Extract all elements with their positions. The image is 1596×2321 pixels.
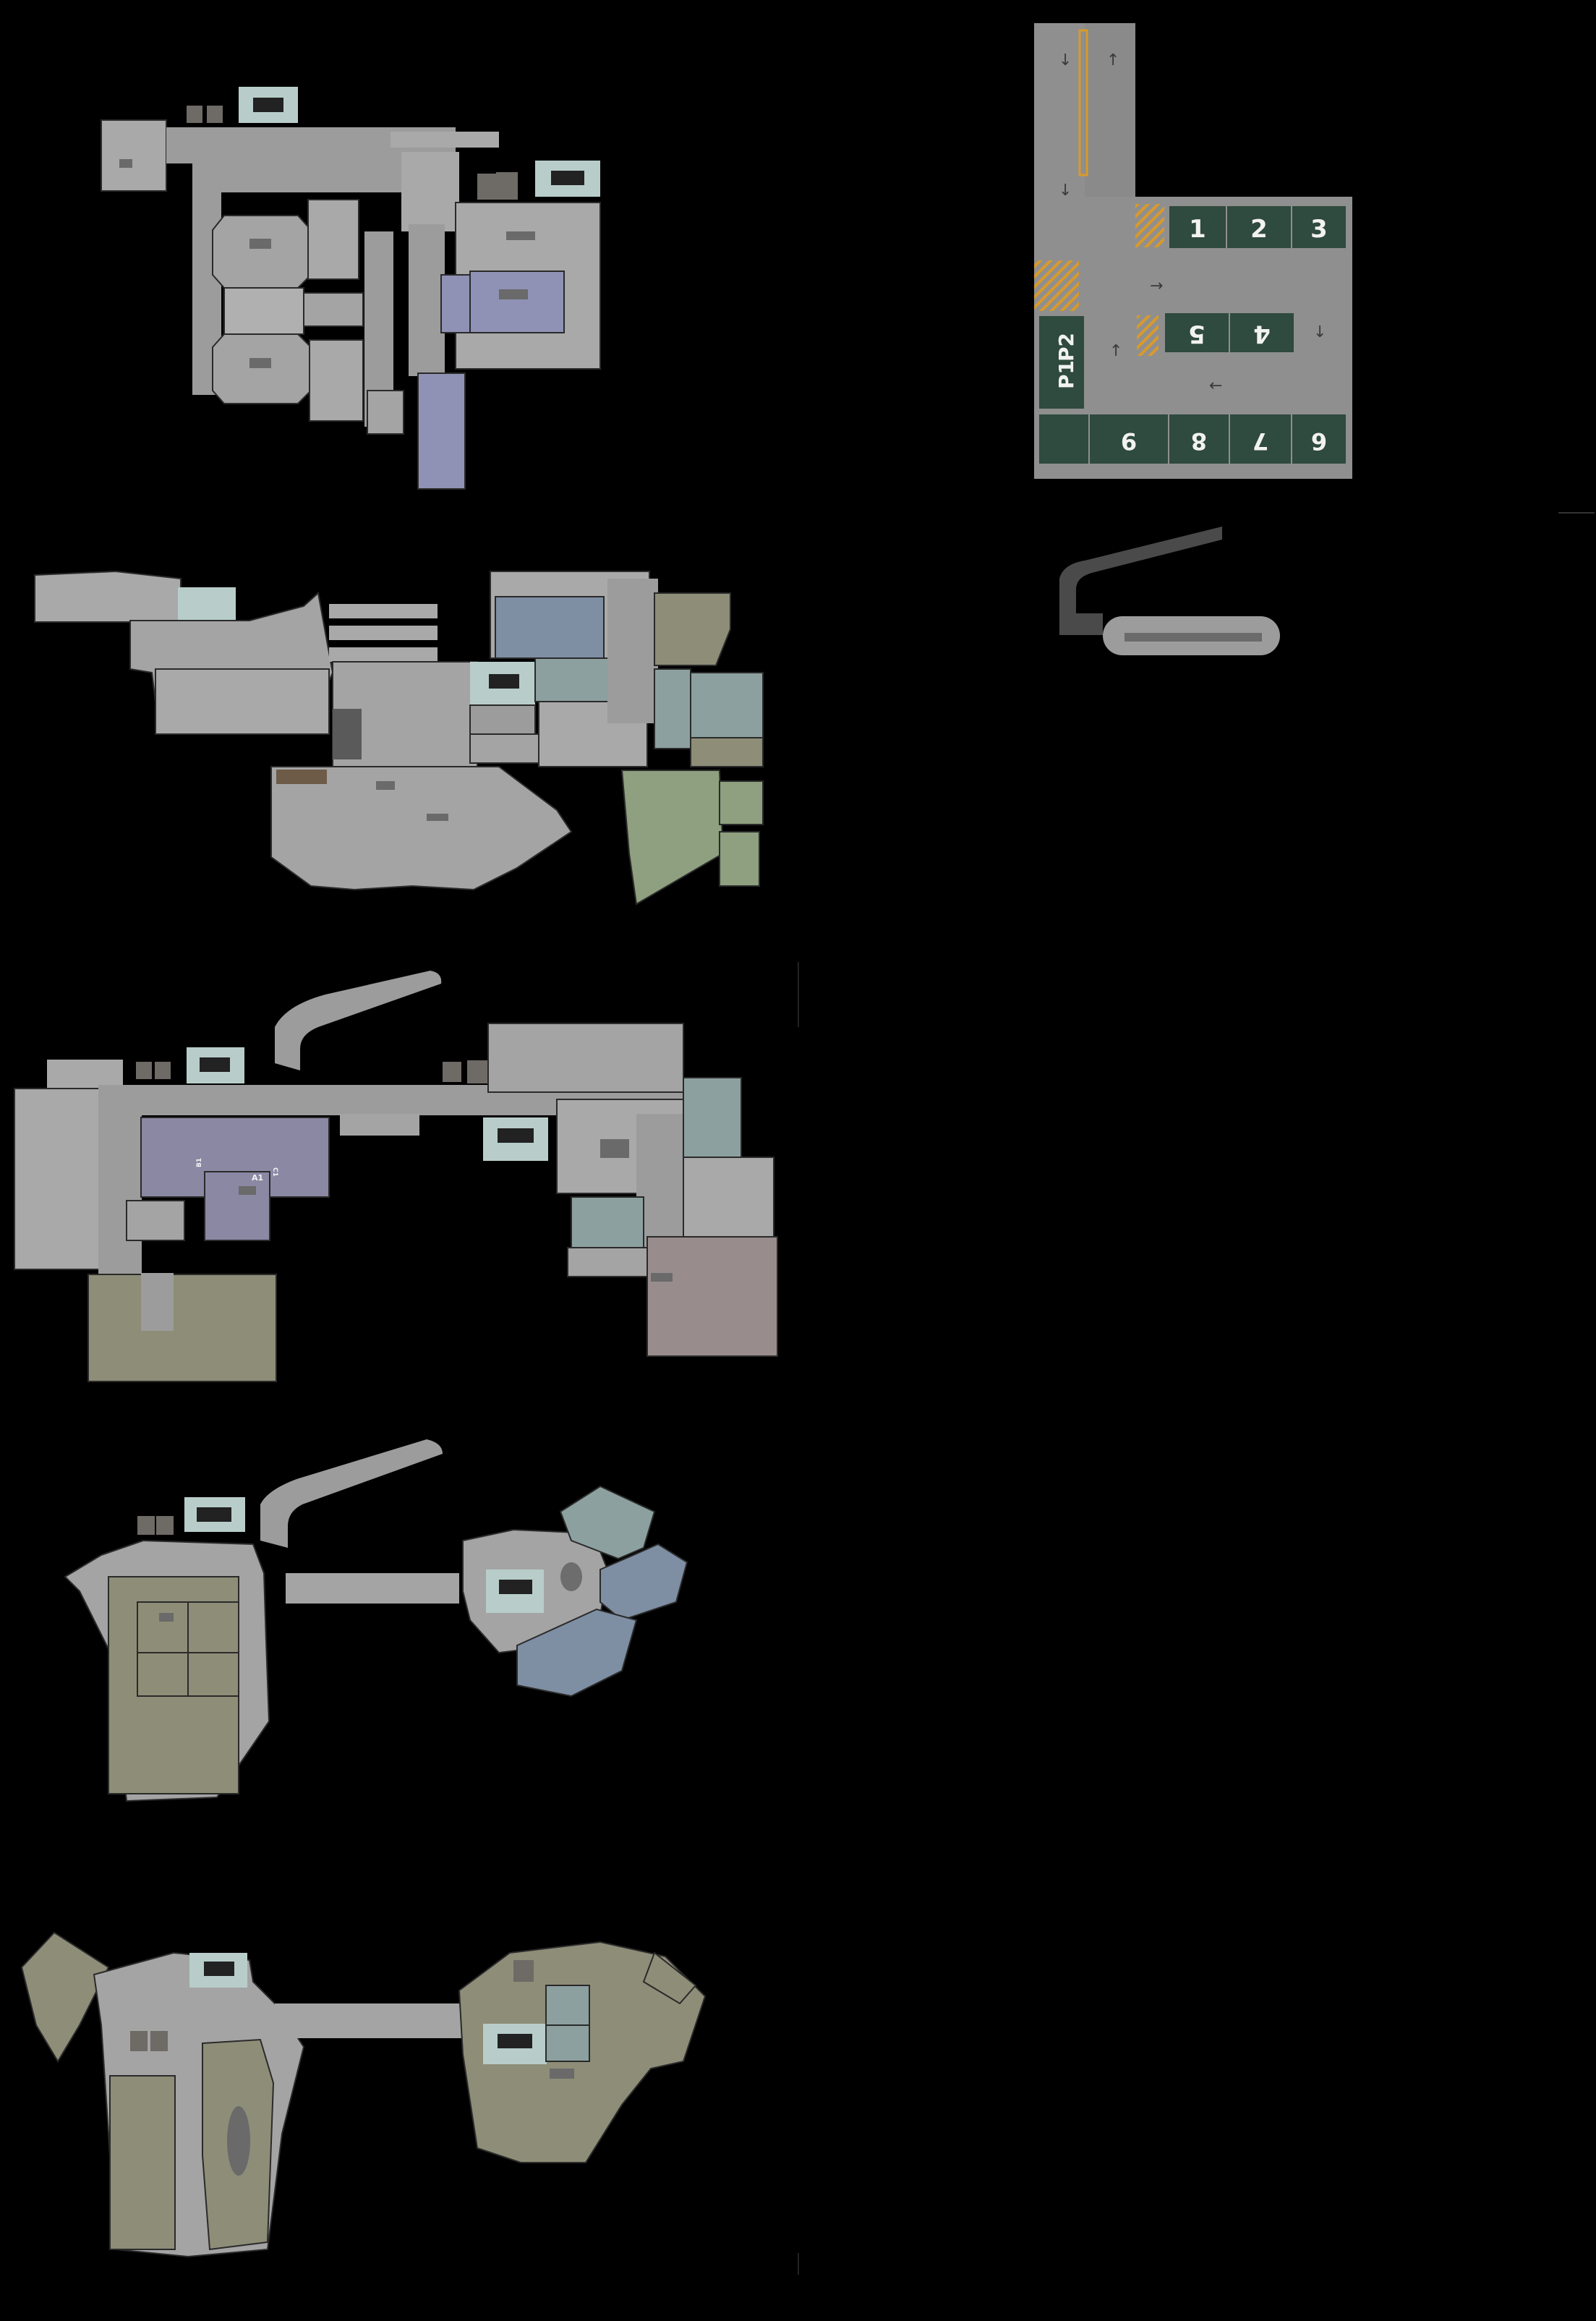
arrow-icon: ↑: [1106, 51, 1119, 69]
floor-plan-1: [101, 87, 601, 490]
elevator-icon: [496, 172, 518, 200]
arrow-icon: ←: [1209, 377, 1222, 395]
arrow-icon: ↓: [1313, 323, 1326, 341]
parking-spot-3: 3: [1310, 215, 1328, 244]
parking-spot-p1: P1: [1054, 360, 1078, 389]
room-label-a1: A1: [252, 1173, 263, 1183]
furniture: [119, 159, 673, 2079]
ramp-detail: [1059, 527, 1280, 655]
parking-spot-8: 8: [1191, 427, 1207, 455]
arrow-icon: ↑: [1109, 342, 1122, 360]
parking-spot-9: 9: [1121, 427, 1137, 455]
arrow-icon: ↓: [1059, 182, 1072, 200]
arrow-icon: ↓: [1059, 51, 1072, 69]
parking-spot-4: 4: [1253, 320, 1271, 349]
parking-spot-7: 7: [1253, 427, 1268, 455]
parking-spot-2: 2: [1250, 215, 1268, 244]
arrow-icon: →: [1150, 277, 1163, 295]
room-label-b1: B1: [196, 1158, 203, 1167]
floor-plan-5: [20, 1931, 707, 2258]
floor-plan-4: [64, 1439, 688, 1802]
floor-plan-2: [34, 570, 764, 906]
parking-spot-6: 6: [1311, 427, 1327, 455]
floor-plan-3: [14, 971, 778, 1382]
parking-garage: 1 2 3 5 4 P1 P2 9 8 7 6 ↓ ↑ ↓ → ↑ ↓ ←: [1034, 23, 1352, 479]
parking-spot-1: 1: [1189, 215, 1206, 244]
parking-spot-p2: P2: [1054, 333, 1078, 362]
room-label-c1: C1: [271, 1167, 278, 1177]
parking-spot-5: 5: [1188, 320, 1205, 349]
